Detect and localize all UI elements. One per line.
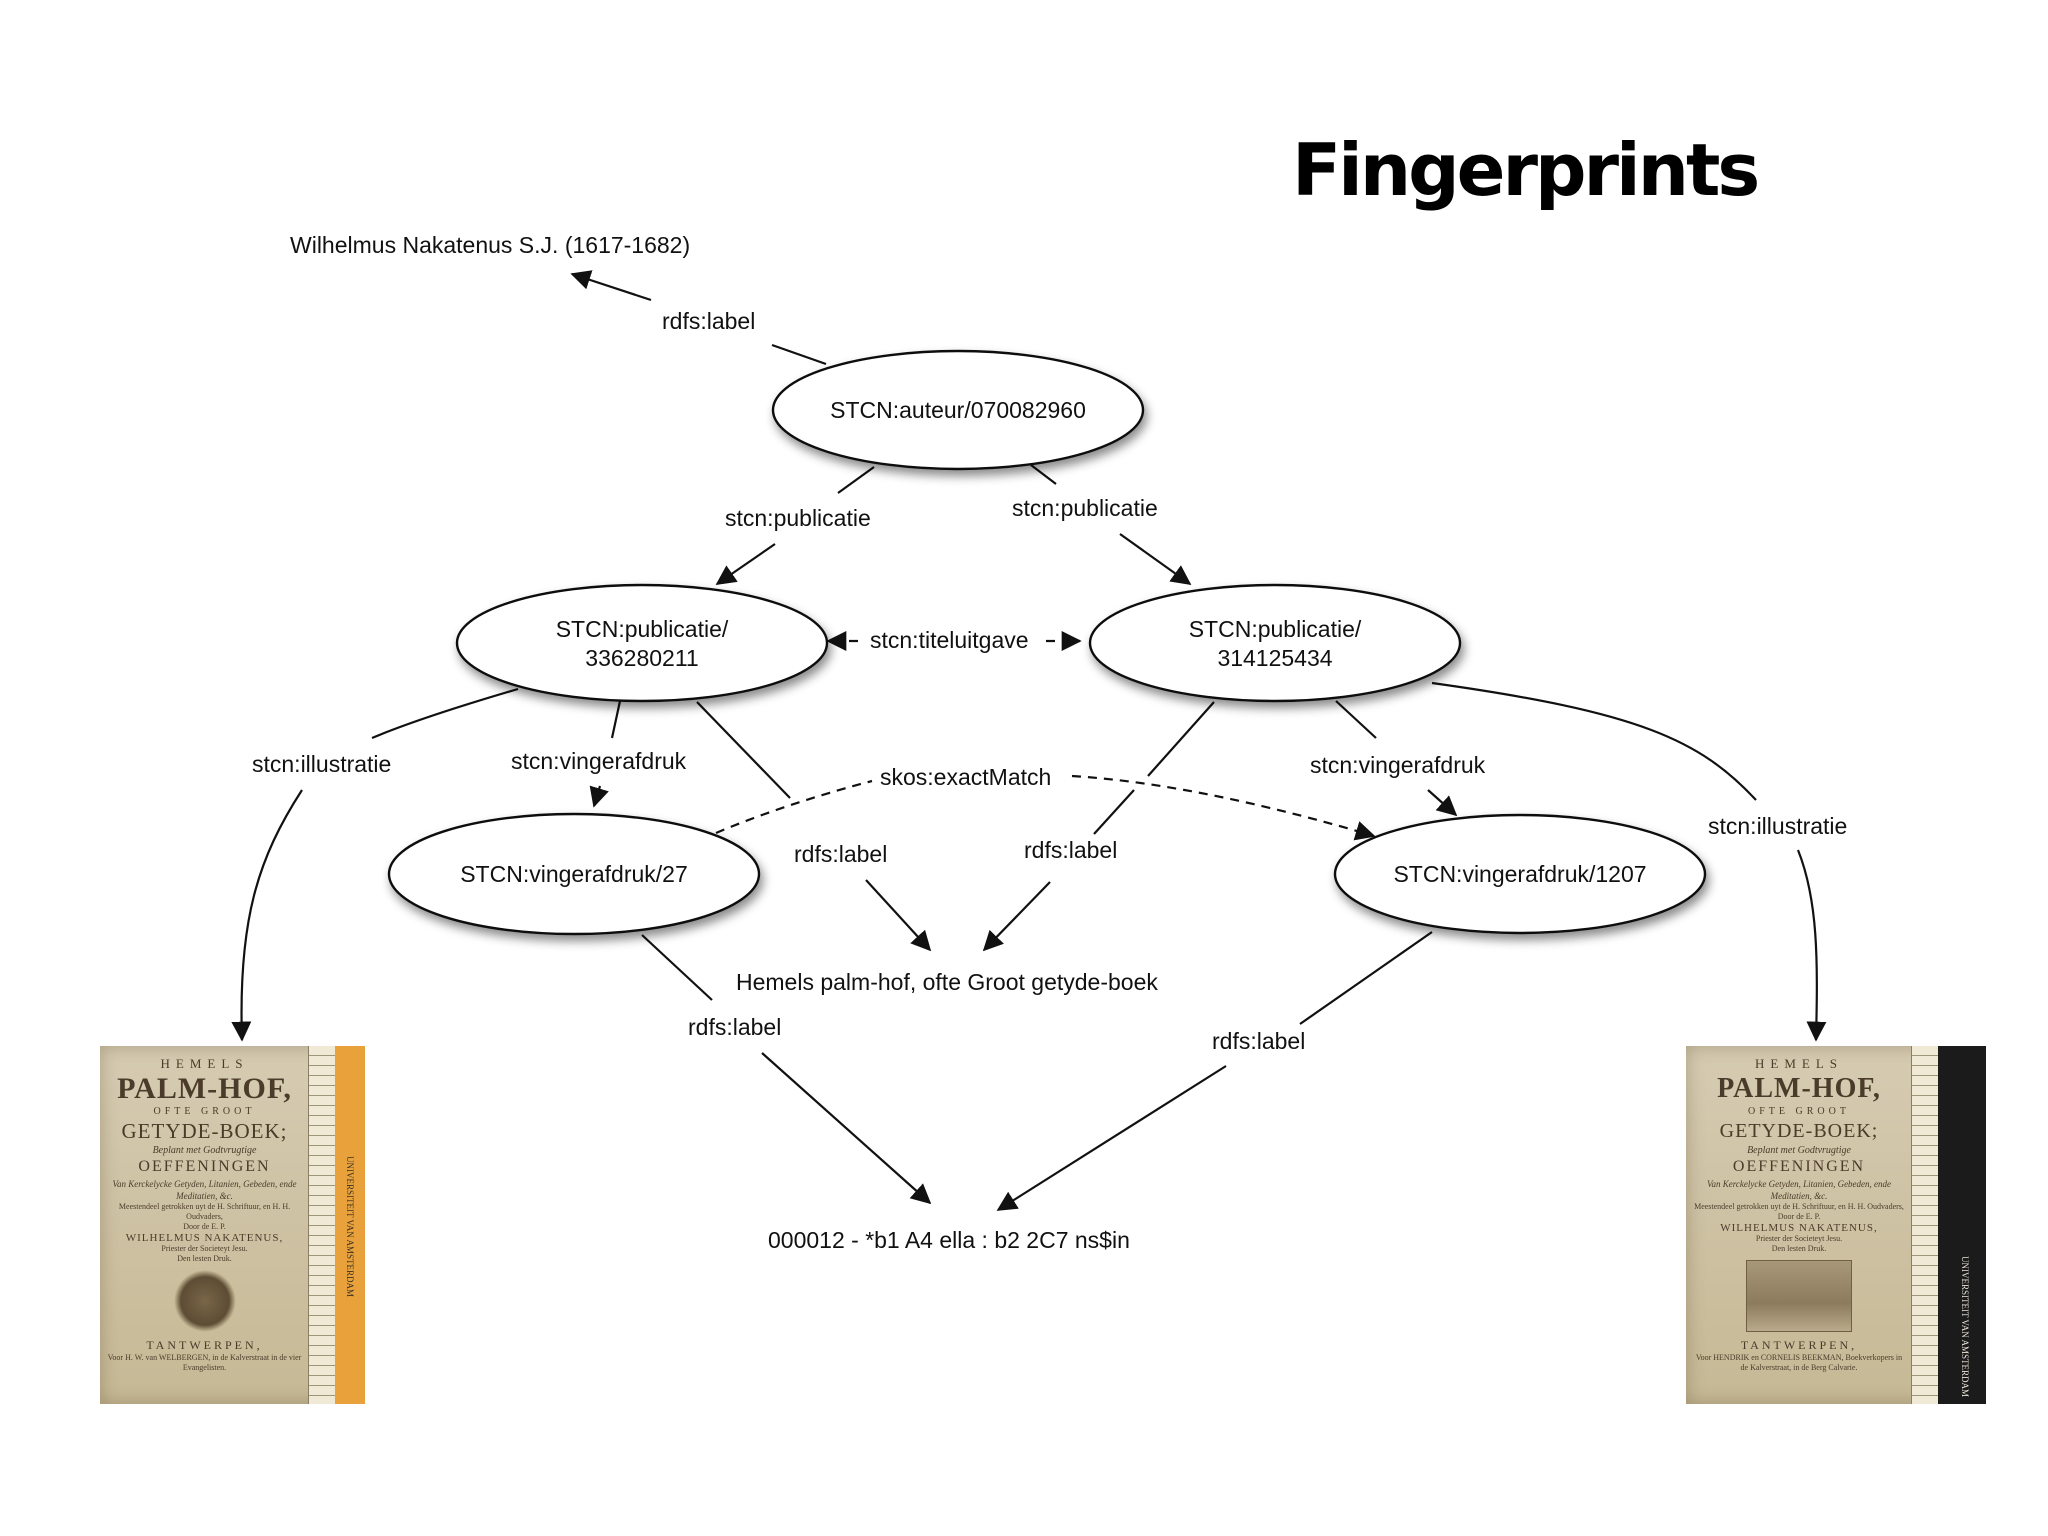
book-left-spine: UNIVERSITEIT VAN AMSTERDAM <box>345 1156 355 1298</box>
edge-label-fp-left-b <box>761 1052 932 1205</box>
fingerprint-value-literal: 000012 - *b1 A4 ella : b2 2C7 ns$in <box>768 1227 1130 1253</box>
edge-vingerafdruk-right-a <box>1335 700 1377 739</box>
edge-label-pub-right-b <box>1093 789 1135 835</box>
edge-label-exact-match: skos:exactMatch <box>880 764 1051 790</box>
library-strip-icon <box>1938 1046 1986 1404</box>
edge-illustratie-left-b <box>231 789 303 1042</box>
edge-label-pub-left-a <box>696 701 791 799</box>
node-publication-right: STCN:publicatie/ 314125434 <box>1088 583 1462 703</box>
edge-label-titeluitgave: stcn:titeluitgave <box>870 627 1029 653</box>
book-left-l10: TANTWERPEN, <box>146 1338 263 1352</box>
node-fingerprint-left-label: STCN:vingerafdruk/27 <box>460 861 688 887</box>
edge-label-rdfs-label-fp-right: rdfs:label <box>1212 1028 1305 1054</box>
node-author-label: STCN:auteur/070082960 <box>830 397 1086 423</box>
edge-publicatie-left-b <box>715 543 776 585</box>
book-right-l2: PALM-HOF, <box>1717 1073 1881 1104</box>
edge-exact-match-left <box>715 779 873 835</box>
measuring-ruler-icon <box>1911 1046 1938 1404</box>
edge-label-pub-left-b <box>865 879 932 952</box>
edge-publicatie-right-b <box>1119 533 1192 585</box>
node-publication-right-line2: 314125434 <box>1217 645 1332 671</box>
edge-label-fp-right-b <box>996 1065 1227 1211</box>
book-right-l3: OFTE GROOT <box>1748 1106 1850 1117</box>
measuring-ruler-icon <box>308 1046 335 1404</box>
edge-vingerafdruk-left-b <box>589 785 609 808</box>
node-fingerprint-left: STCN:vingerafdruk/27 <box>387 812 761 936</box>
edge-author-label-a <box>771 343 827 366</box>
edge-label-author-rdfs-label: rdfs:label <box>662 308 755 334</box>
edge-label-vingerafdruk-left: stcn:vingerafdruk <box>511 748 687 774</box>
book-left-l8: Meestendeel getrokken uyt de H. Schriftu… <box>118 1202 291 1221</box>
edge-publicatie-left-a <box>837 466 875 494</box>
edge-label-rdfs-label-pub-left: rdfs:label <box>794 841 887 867</box>
edge-label-illustratie-right: stcn:illustratie <box>1708 813 1847 839</box>
node-publication-right-line1: STCN:publicatie/ <box>1189 616 1362 642</box>
edge-vingerafdruk-left-a <box>610 700 622 739</box>
edge-label-pub-right-a <box>1147 701 1215 777</box>
edge-label-fp-right-a <box>1299 931 1433 1025</box>
node-fingerprint-right-label: STCN:vingerafdruk/1207 <box>1393 861 1646 887</box>
edge-label-illustratie-left: stcn:illustratie <box>252 751 391 777</box>
edge-illustratie-left-a <box>371 687 519 740</box>
book-right-l9: WILHELMUS NAKATENUS, <box>1720 1222 1878 1234</box>
book-left-l8b: Door de E. P. <box>183 1222 226 1231</box>
printer-emblem-icon <box>173 1270 236 1332</box>
book-right-l8: Meestendeel getrokken uyt de H. Schriftu… <box>1694 1202 1904 1211</box>
edge-label-rdfs-label-fp-left: rdfs:label <box>688 1014 781 1040</box>
node-fingerprint-right: STCN:vingerafdruk/1207 <box>1333 813 1707 935</box>
book-right-l10: TANTWERPEN, <box>1740 1338 1858 1352</box>
book-right-l5: Beplant met Godtvrugtige <box>1747 1145 1851 1156</box>
node-publication-left: STCN:publicatie/ 336280211 <box>455 583 829 703</box>
library-strip-icon <box>335 1046 365 1404</box>
book-left-l9c: Den lesten Druk. <box>177 1254 232 1263</box>
engraving-illustration-icon <box>1746 1260 1852 1332</box>
edge-label-rdfs-label-pub-right: rdfs:label <box>1024 837 1117 863</box>
edge-author-label-b <box>570 270 652 302</box>
book-right-l6: OEFFENINGEN <box>1732 1158 1866 1175</box>
book-right-l4: GETYDE-BOEK; <box>1719 1120 1879 1142</box>
book-left-l1: HEMELS <box>160 1056 249 1071</box>
edge-label-vingerafdruk-right: stcn:vingerafdruk <box>1310 752 1486 778</box>
book-left-l5: Beplant met Godtvrugtige <box>152 1145 257 1156</box>
node-publication-left-line2: 336280211 <box>585 645 698 671</box>
book-left-l4: GETYDE-BOEK; <box>121 1119 288 1143</box>
author-name-literal: Wilhelmus Nakatenus S.J. (1617-1682) <box>290 232 690 258</box>
book-right-l8b: Door de E. P. <box>1777 1212 1821 1221</box>
edge-exact-match-right <box>1071 774 1376 841</box>
book-left-l11: Voor H. W. van WELBERGEN, in de Kalverst… <box>107 1353 302 1372</box>
book-right-spine: UNIVERSITEIT VAN AMSTERDAM <box>1960 1256 1970 1398</box>
node-publication-left-line1: STCN:publicatie/ <box>556 616 729 642</box>
title-page-photo-right: HEMELS PALM-HOF, OFTE GROOT GETYDE-BOEK;… <box>1686 1046 1986 1404</box>
edge-label-publicatie-right: stcn:publicatie <box>1012 495 1158 521</box>
edge-label-publicatie-left: stcn:publicatie <box>725 505 871 531</box>
book-left-l2: PALM-HOF, <box>117 1072 292 1105</box>
book-left-l9: WILHELMUS NAKATENUS, <box>125 1232 284 1244</box>
title-page-photo-left: HEMELS PALM-HOF, OFTE GROOT GETYDE-BOEK;… <box>100 1046 365 1404</box>
slide-title: Fingerprints <box>1292 128 1757 212</box>
edge-vingerafdruk-right-b <box>1427 789 1458 817</box>
node-author: STCN:auteur/070082960 <box>771 349 1145 471</box>
book-left-l3: OFTE GROOT <box>153 1106 256 1117</box>
edge-illustratie-right-b <box>1796 849 1827 1042</box>
book-right-l1: HEMELS <box>1755 1056 1843 1071</box>
book-left-l7: Van Kerckelycke Getyden, Litanien, Gebed… <box>112 1179 297 1201</box>
edge-label-pub-right-c <box>982 881 1051 952</box>
edge-illustratie-right-a <box>1431 681 1757 801</box>
book-right-l9b: Priester der Societeyt Jesu. <box>1755 1234 1843 1243</box>
edge-publicatie-right-a <box>1030 464 1057 485</box>
book-right-l9c: Den lesten Druk. <box>1771 1244 1827 1253</box>
book-title-literal: Hemels palm-hof, ofte Groot getyde-boek <box>736 969 1158 995</box>
book-right-l7: Van Kerckelycke Getyden, Litanien, Gebed… <box>1706 1179 1892 1201</box>
edge-label-fp-left-a <box>641 934 713 1001</box>
book-left-l9b: Priester der Societeyt Jesu. <box>161 1244 248 1253</box>
book-right-l11: Voor HENDRIK en CORNELIS BEEKMAN, Boekve… <box>1695 1353 1903 1372</box>
book-left-l6: OEFFENINGEN <box>138 1158 271 1175</box>
